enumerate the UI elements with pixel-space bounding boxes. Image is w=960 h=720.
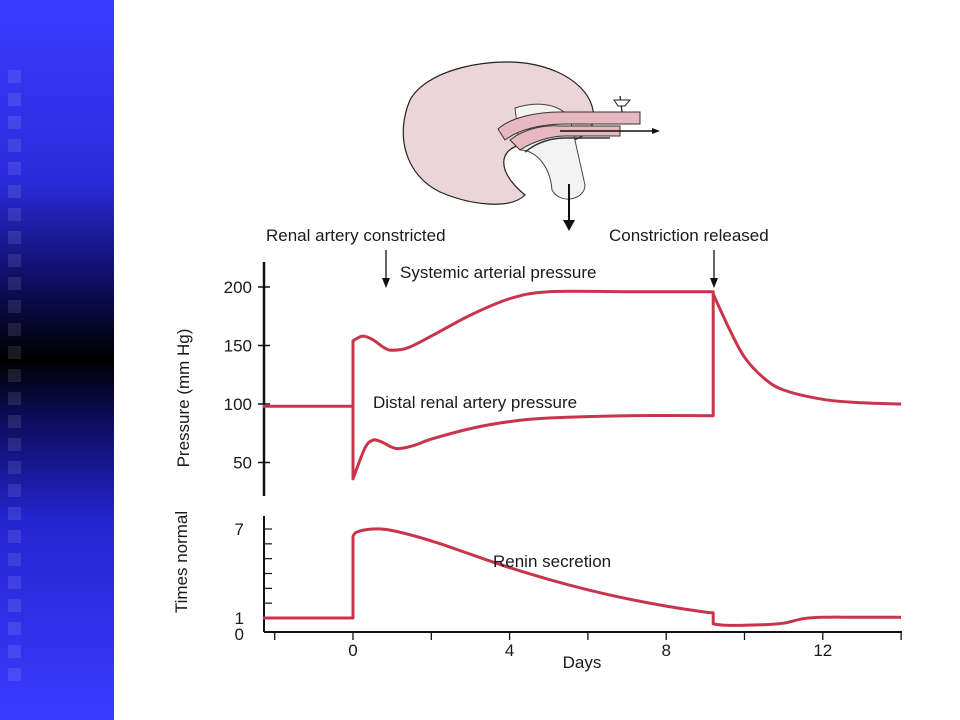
sidebar-square [8,70,21,83]
sidebar-square [8,323,21,336]
kidney-illustration [402,61,660,231]
sidebar-square [8,622,21,635]
pressure-y-axis-label: Pressure (mm Hg) [174,329,193,468]
sidebar-square [8,277,21,290]
down-arrow-icon [710,278,718,288]
sidebar-gradient-bar [0,0,114,720]
annotation-constricted: Renal artery constricted [266,226,446,245]
sidebar-square [8,369,21,382]
x-tick-label: 0 [348,641,357,660]
series-label-renin: Renin secretion [493,552,611,571]
distal-pressure-line [351,294,715,481]
x-tick-label: 4 [505,641,514,660]
pressure-y-tick-label: 100 [224,395,252,414]
sidebar-square [8,231,21,244]
series-label-systemic: Systemic arterial pressure [400,263,597,282]
pressure-panel: 50 100 150 200 Pressure (mm Hg) Systemic ar… [174,262,902,496]
renin-y-tick-label: 0 [235,625,244,644]
x-tick-label: 8 [661,641,670,660]
sidebar-square [8,645,21,658]
sidebar-square [8,553,21,566]
x-axis-label: Days [563,653,602,672]
sidebar-square [8,185,21,198]
sidebar-square [8,300,21,313]
sidebar-square [8,116,21,129]
renin-y-tick-label: 1 [235,609,244,628]
sidebar-square [8,139,21,152]
pressure-y-tick-label: 150 [224,337,252,356]
pressure-y-tick-label: 50 [233,454,252,473]
systemic-pressure-line [263,289,902,408]
sidebar-square [8,208,21,221]
series-label-distal: Distal renal artery pressure [373,393,577,412]
sidebar-square [8,346,21,359]
sidebar-square [8,415,21,428]
annotation-released: Constriction released [609,226,769,245]
x-tick-label: 12 [813,641,832,660]
sidebar-square [8,668,21,681]
sidebar-square [8,162,21,175]
sidebar-square [8,392,21,405]
sidebar-square [8,254,21,267]
sidebar-square [8,507,21,520]
renin-y-axis-label: Times normal [172,511,191,613]
renin-secretion-line [263,527,902,627]
sidebar-square [8,461,21,474]
sidebar-square [8,484,21,497]
renin-y-tick-label: 7 [235,520,244,539]
sidebar-square [8,530,21,543]
sidebar-square [8,599,21,612]
sidebar-square [8,93,21,106]
down-arrow-icon [382,278,390,288]
sidebar-square [8,576,21,589]
sidebar-square [8,438,21,451]
pressure-y-tick-label: 200 [224,278,252,297]
